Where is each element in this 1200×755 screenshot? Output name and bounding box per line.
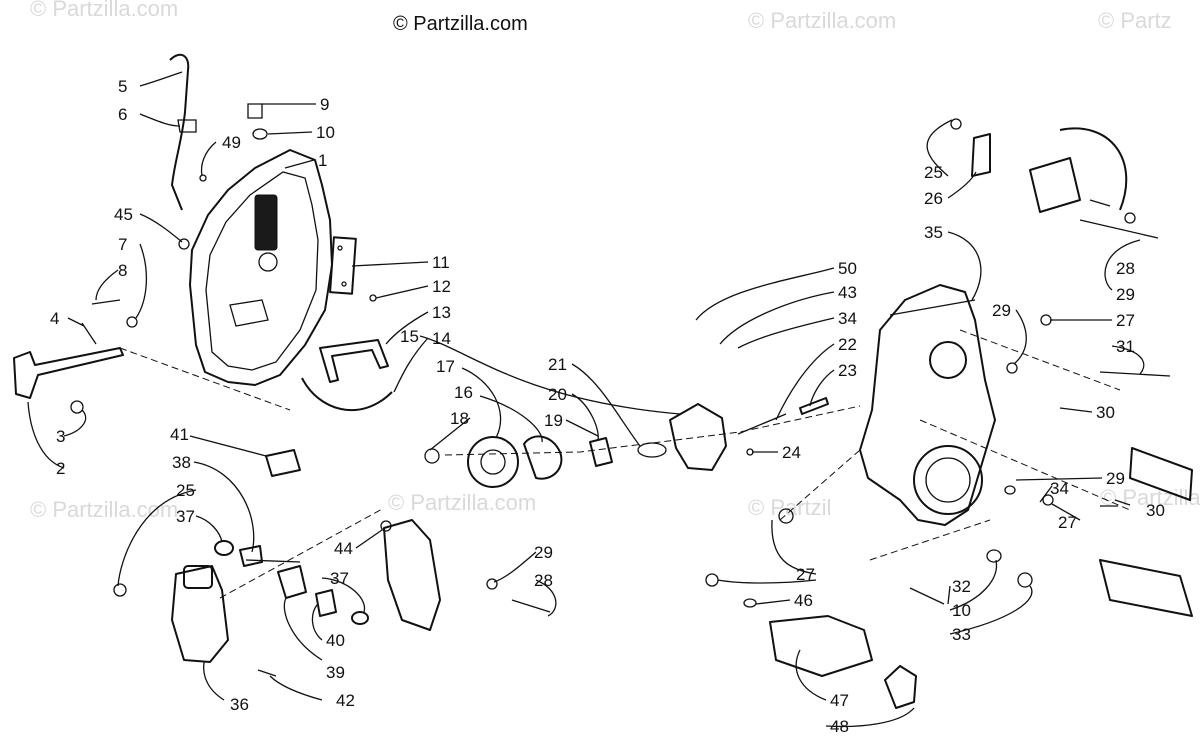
mount-plate [1029,157,1081,213]
callout-37-low: 37 [330,569,349,588]
watermark-mid-left: © Partzilla.com [30,497,178,522]
rod [799,397,829,415]
caliper-housing [171,565,229,663]
callout-21: 21 [548,355,567,374]
callout-49: 49 [222,133,241,152]
callout-43: 43 [838,283,857,302]
callout-20: 20 [548,385,567,404]
callout-35: 35 [924,223,943,242]
piston [277,565,307,599]
callout-41: 41 [170,425,189,444]
callout-18: 18 [450,409,469,428]
bracket [319,339,389,383]
tab-plate [884,665,917,709]
callout-28-bottom: 28 [534,571,553,590]
callout-12: 12 [432,277,451,296]
cup [523,435,563,480]
callout-36: 36 [230,695,249,714]
callout-8: 8 [118,261,127,280]
caliper-bracket [383,519,441,631]
callout-27-top: 27 [1116,311,1135,330]
watermark-mid-right: © Partzil [748,495,831,520]
callout-7: 7 [118,235,127,254]
callout-39: 39 [326,663,345,682]
callout-25-low: 25 [176,481,195,500]
watermark-top-left: © Partzilla.com [30,0,178,21]
o-ring [637,442,667,458]
bearing-bore [913,445,983,515]
sleeve [265,449,301,477]
callout-13: 13 [432,303,451,322]
callout-23: 23 [838,361,857,380]
chaincase-cover [189,149,333,386]
callout-33: 33 [952,625,971,644]
callout-32: 32 [952,577,971,596]
callout-29-mid: 29 [992,301,1011,320]
callout-42: 42 [336,691,355,710]
callout-10: 10 [316,123,335,142]
callout-28-top: 28 [1116,259,1135,278]
callout-24: 24 [782,443,801,462]
callout-17: 17 [436,357,455,376]
dipstick-bracket [177,119,197,133]
watermark-main: © Partzilla.com [393,13,528,35]
callout-48: 48 [830,717,849,736]
callout-labels: 5 6 9 10 49 1 45 7 8 4 11 12 13 14 3 2 1… [50,77,1165,736]
callout-29-low: 29 [1106,469,1125,488]
callout-38: 38 [172,453,191,472]
watermark-top-center: © Partzilla.com [748,8,896,33]
callout-4: 4 [50,309,59,328]
callout-10-low: 10 [952,601,971,620]
callout-37-top: 37 [176,507,195,526]
callout-9: 9 [320,95,329,114]
watermark-top-right: © Partz [1098,8,1172,33]
seal [301,377,393,412]
callout-34-low: 34 [1050,479,1069,498]
output-shaft [1099,559,1193,617]
callout-2: 2 [56,459,65,478]
callout-5: 5 [118,77,127,96]
housing-rim [1059,127,1128,211]
callout-34-top: 34 [838,309,857,328]
callout-3: 3 [56,427,65,446]
callout-1: 1 [318,151,327,170]
callout-46: 46 [794,591,813,610]
cover-plate [467,436,519,488]
gear-case [859,284,996,526]
callout-30-low: 30 [1146,501,1165,520]
callout-26: 26 [924,189,943,208]
callout-31: 31 [1116,337,1135,356]
callout-6: 6 [118,105,127,124]
callout-15: 15 [400,327,419,346]
screw-head [424,448,440,464]
plunger [589,437,613,467]
callout-19: 19 [544,411,563,430]
watermark-mid-center: © Partzilla.com [388,490,536,515]
leader-lines [27,71,1145,728]
mount-bracket [769,615,873,677]
callout-50: 50 [838,259,857,278]
shaft [13,347,124,399]
callout-45: 45 [114,205,133,224]
callout-11: 11 [432,253,450,272]
input-shaft [1129,447,1193,501]
callout-44: 44 [334,539,353,558]
callout-30-top: 30 [1096,403,1115,422]
callout-25-top: 25 [924,163,943,182]
callout-40: 40 [326,631,345,650]
callout-16: 16 [454,383,473,402]
dipstick [169,53,190,211]
callout-47: 47 [830,691,849,710]
callout-22: 22 [838,335,857,354]
pin [81,322,97,345]
callout-27-low: 27 [796,565,815,584]
callout-14: 14 [432,329,451,348]
callout-29-bottom: 29 [534,543,553,562]
tensioner-housing [669,403,727,471]
callout-29-top: 29 [1116,285,1135,304]
clip [971,133,991,177]
callout-27-mid: 27 [1058,513,1077,532]
